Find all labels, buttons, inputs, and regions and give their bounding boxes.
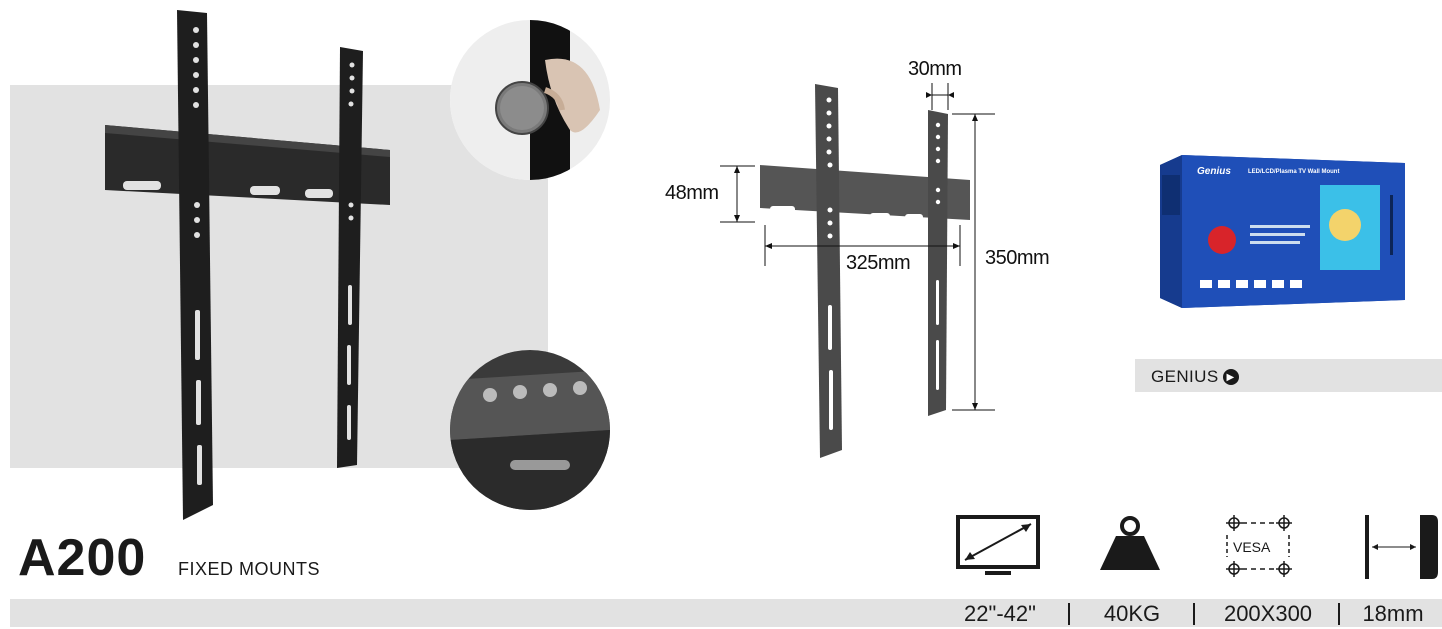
spec-screen-size: 22"-42"	[964, 601, 1036, 626]
arrow-right-circle-icon[interactable]: ▶	[1222, 369, 1239, 385]
tv-diagonal-icon	[956, 515, 1040, 575]
vesa-icon	[1226, 515, 1292, 577]
spec-divider	[1338, 603, 1340, 625]
dim-max-width: 325mm	[846, 252, 911, 274]
dim-arm-width: 30mm	[908, 58, 962, 80]
vesa-label: VESA	[1233, 539, 1271, 555]
dim-rail-height: 48mm	[665, 182, 719, 204]
box-title: LED/LCD/Plasma TV Wall Mount	[1248, 169, 1340, 175]
detail-spacer-photo	[450, 20, 610, 180]
detail-rail-photo	[450, 350, 610, 510]
dim-max-height: 350mm	[985, 247, 1050, 269]
box-brand-logo: Genius	[1197, 166, 1231, 177]
spec-vesa: 200X300	[1223, 601, 1313, 626]
spec-wall-distance: 18mm	[1362, 601, 1424, 626]
wall-distance-icon	[1365, 515, 1438, 579]
spec-divider	[1068, 603, 1070, 625]
mount-photo	[105, 10, 390, 520]
spec-max-load: 40KG	[1103, 601, 1161, 626]
spec-divider	[1193, 603, 1195, 625]
brand-label: GENIUS	[1151, 367, 1219, 386]
packaging-box	[1160, 155, 1405, 308]
spec-bar: 22"-42" 40KG 200X300 18mm	[10, 599, 1442, 627]
dimension-diagram	[720, 83, 995, 458]
brand-bar[interactable]: GENIUS ▶	[1135, 359, 1442, 392]
weight-icon	[1100, 516, 1160, 570]
model-code: A200	[18, 529, 147, 587]
model-type: FIXED MOUNTS	[178, 559, 321, 579]
